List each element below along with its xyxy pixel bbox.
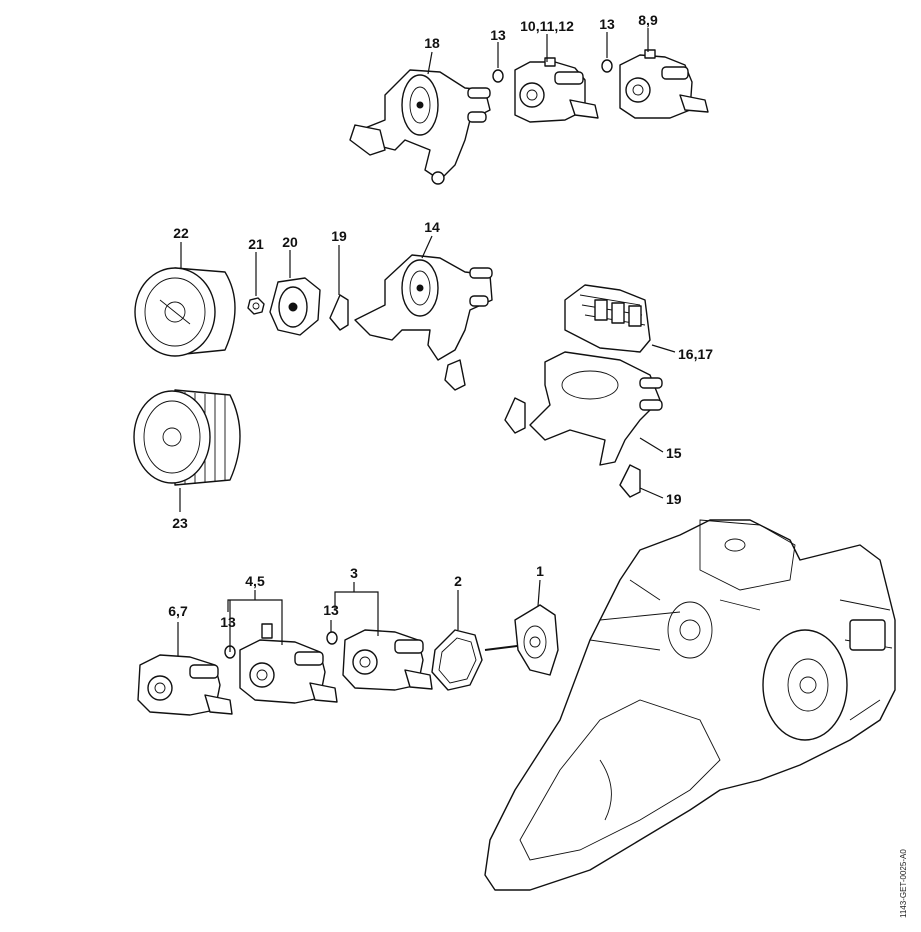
- callout-21: 21: [248, 236, 264, 252]
- callout-labels: 18 13 10,11,12 13 8,9 22 21 20 19 14 16,…: [168, 12, 713, 630]
- callout-13-bottom-a: 13: [220, 614, 236, 630]
- part-13-ring-b: [601, 59, 613, 73]
- callout-6-7: 6,7: [168, 603, 188, 619]
- part-23-air-filter: [133, 389, 241, 486]
- part-4-5-carburetor: [239, 623, 338, 704]
- callout-23: 23: [172, 515, 188, 531]
- callout-8-9: 8,9: [638, 12, 658, 28]
- part-19-clip-b: [619, 464, 641, 498]
- callout-13-top-a: 13: [490, 27, 506, 43]
- chainsaw-body: [484, 519, 896, 891]
- part-21-nut: [247, 297, 265, 315]
- part-8-9-carburetor: [619, 49, 709, 119]
- part-13-ring-d: [326, 631, 338, 645]
- callout-13-top-b: 13: [599, 16, 615, 32]
- callout-13-bottom-b: 13: [323, 602, 339, 618]
- part-16-17-filter-cover: [564, 284, 651, 353]
- part-3-carburetor: [342, 629, 433, 691]
- part-15-housing: [529, 351, 663, 466]
- leader-lines: [177, 28, 676, 656]
- drawing-code: 1143-GET-0025-A0: [899, 849, 908, 918]
- callout-10-11-12: 10,11,12: [520, 18, 574, 34]
- callout-15: 15: [666, 445, 682, 461]
- callout-18: 18: [424, 35, 440, 51]
- callout-1: 1: [536, 563, 544, 579]
- part-2-gasket: [431, 629, 483, 691]
- part-13-ring-a: [492, 69, 504, 83]
- callout-2: 2: [454, 573, 462, 589]
- part-18-manifold: [349, 69, 491, 185]
- part-19-clip-c: [504, 397, 526, 434]
- part-1-flange: [484, 604, 559, 676]
- part-20-filter-base: [269, 277, 321, 336]
- callout-19-mid: 19: [331, 228, 347, 244]
- part-6-7-carburetor: [137, 654, 233, 716]
- callout-22: 22: [173, 225, 189, 241]
- callout-19-right: 19: [666, 491, 682, 507]
- part-14-manifold: [354, 254, 493, 391]
- callout-14: 14: [424, 219, 440, 235]
- callout-3: 3: [350, 565, 358, 581]
- callout-4-5: 4,5: [245, 573, 265, 589]
- callout-16-17: 16,17: [678, 346, 713, 362]
- callout-20: 20: [282, 234, 298, 250]
- part-10-11-12-carburetor: [514, 57, 599, 123]
- part-19-clip-a: [329, 294, 349, 331]
- part-22-air-filter: [134, 267, 236, 357]
